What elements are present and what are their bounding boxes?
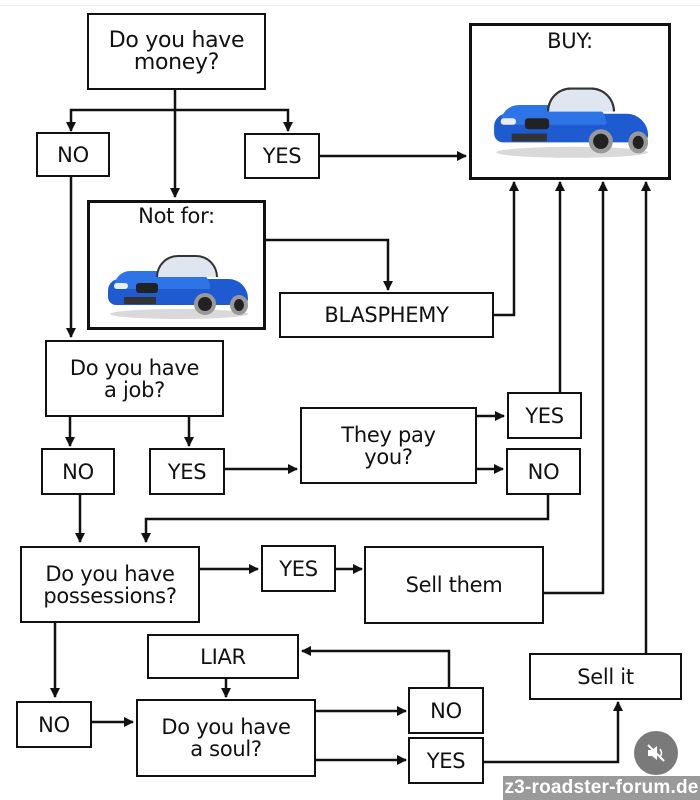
node-money-yes: YES [244, 133, 320, 179]
node-pay-yes: YES [507, 392, 582, 439]
node-q-possessions: Do you have possessions? [20, 546, 200, 623]
node-text: Sell it [577, 664, 634, 689]
node-text: Not for: [138, 204, 215, 228]
node-poss-yes: YES [261, 545, 336, 592]
edge-soulno-liar [301, 646, 451, 687]
node-text: They pay you? [341, 422, 436, 469]
top-divider [0, 5, 700, 6]
edge-money-yes [175, 108, 293, 132]
node-job-yes: YES [149, 448, 225, 495]
node-buy: BUY: [469, 23, 671, 180]
edge-blasphemy-buy [494, 181, 519, 317]
node-poss-no: NO [16, 701, 92, 748]
node-text: Do you have a job? [69, 355, 200, 402]
node-q-money: Do you have money? [87, 13, 266, 90]
node-text: Do you have a soul? [161, 715, 291, 761]
edge-payno-possessions [141, 494, 550, 543]
node-text: YES [525, 403, 564, 428]
edge-soulyes-sellit [484, 701, 623, 764]
node-text: NO [62, 459, 94, 484]
node-liar: LIAR [147, 634, 299, 679]
node-soul-no: NO [408, 687, 484, 734]
node-sell-them: Sell them [364, 546, 544, 624]
node-text: YES [167, 459, 207, 484]
node-text: YES [426, 748, 466, 773]
node-text: NO [430, 698, 462, 723]
node-not-for: Not for: [87, 200, 266, 330]
node-text: BUY: [547, 29, 593, 53]
node-text: BLASPHEMY [324, 303, 449, 327]
node-q-job: Do you have a job? [45, 340, 224, 417]
mute-button[interactable] [634, 731, 678, 775]
node-sell-it: Sell it [529, 653, 682, 700]
car-image [102, 241, 252, 321]
node-text: YES [279, 556, 318, 581]
watermark: z3-roadster-forum.de [503, 776, 700, 800]
node-job-no: NO [41, 448, 115, 495]
node-pay-no: NO [506, 448, 581, 495]
node-text: YES [262, 144, 302, 168]
node-text: Do you have money? [108, 27, 245, 75]
node-text: Sell them [405, 573, 503, 597]
node-money-no: NO [36, 132, 110, 177]
edge-money-no [66, 108, 175, 132]
car-image [488, 72, 653, 160]
node-text: NO [527, 459, 560, 484]
node-text: Do you have possessions? [43, 561, 177, 608]
node-text: NO [57, 142, 89, 167]
node-text: NO [38, 712, 70, 737]
node-text: LIAR [200, 644, 246, 669]
node-q-soul: Do you have a soul? [136, 699, 316, 777]
edge-notfor-blasphemy [266, 238, 393, 291]
node-q-pay: They pay you? [300, 407, 477, 484]
speaker-muted-icon [647, 744, 665, 762]
edge-sellthem-buy [544, 181, 608, 595]
node-blasphemy: BLASPHEMY [279, 292, 494, 338]
node-soul-yes: YES [408, 737, 484, 784]
